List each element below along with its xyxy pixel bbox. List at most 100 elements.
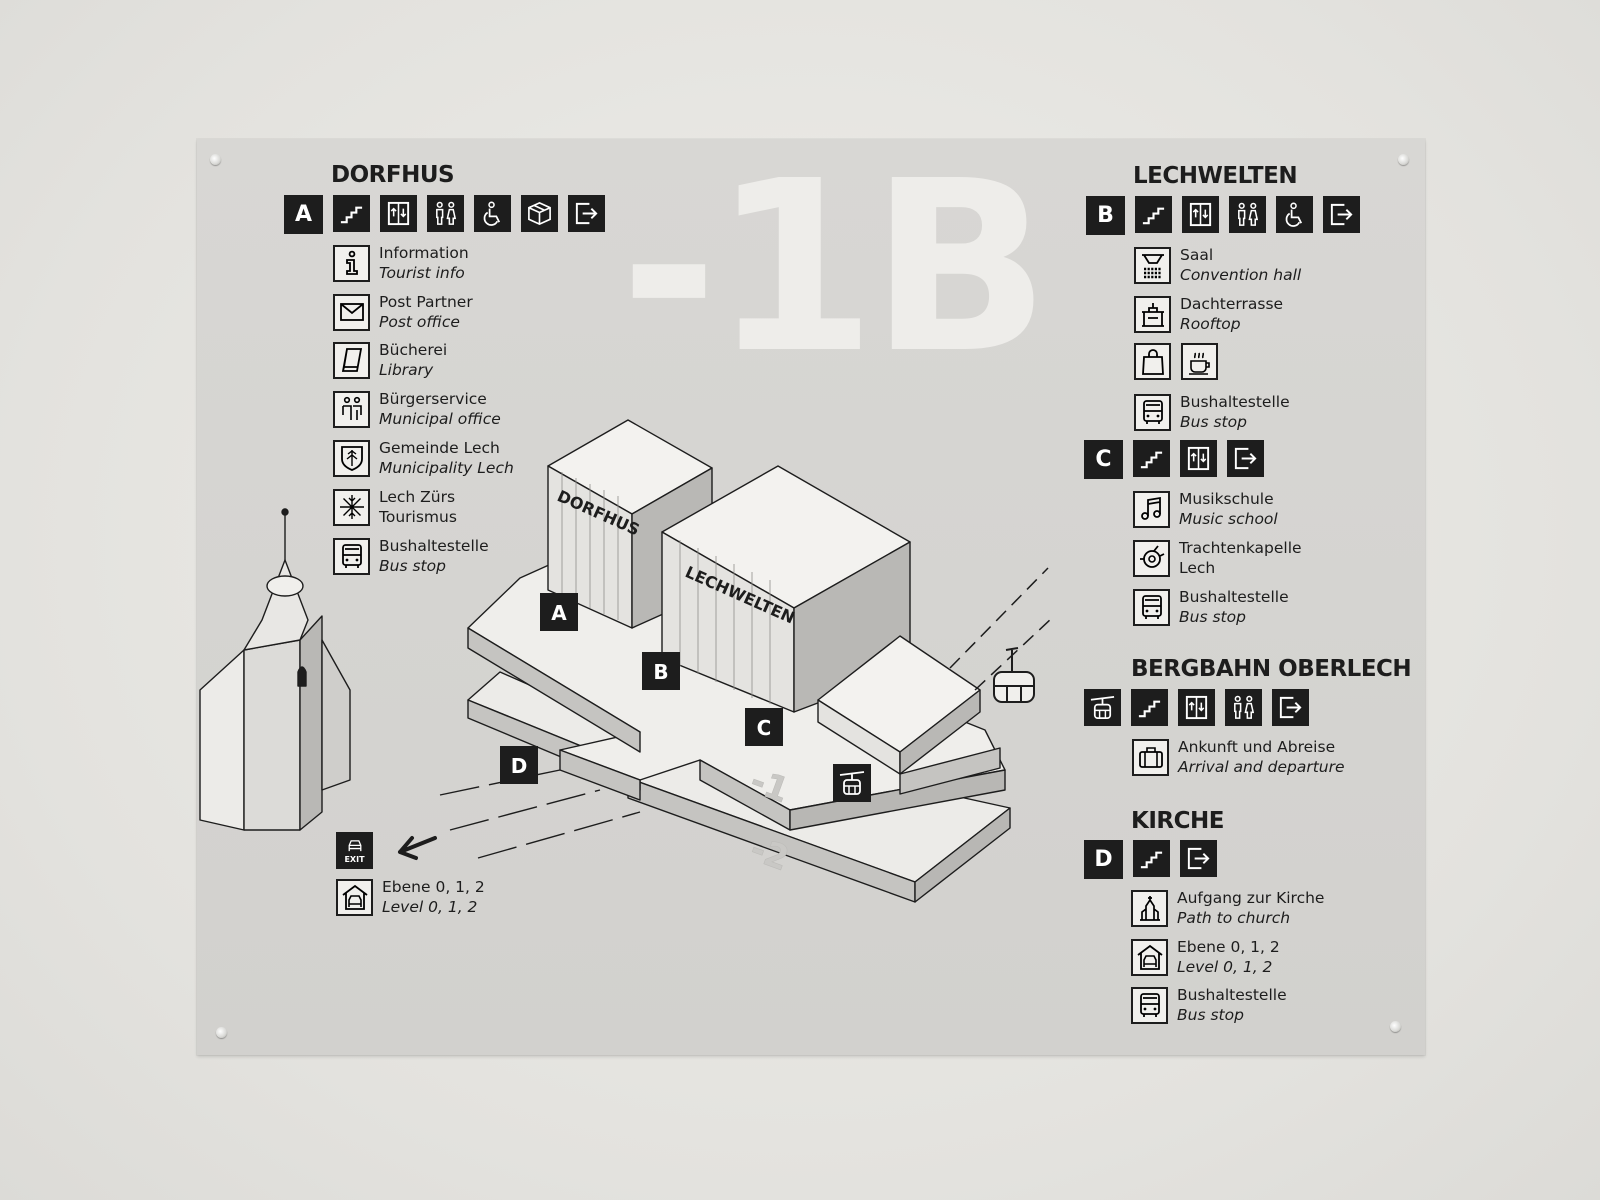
entry-de: Bücherei — [379, 341, 448, 359]
entry-de: Ebene 0, 1, 2 — [1177, 938, 1280, 956]
entry-en: Bus stop — [379, 557, 446, 575]
station-base — [899, 747, 1001, 795]
stairs-icon — [333, 195, 370, 232]
accessible-toilet-icon — [1276, 196, 1313, 233]
station-side — [899, 689, 981, 775]
entry-de: Bushaltestelle — [1180, 393, 1290, 411]
section-title-lechwelten: LECHWELTEN — [1133, 163, 1298, 189]
lechwelten-icon-row: B — [1086, 196, 1360, 235]
entry-en: Bus stop — [1179, 608, 1246, 626]
entry-de: Ankunft und Abreise — [1178, 738, 1336, 756]
entry-de: Bürgerservice — [379, 390, 487, 408]
church-cross — [281, 508, 289, 516]
entry-en: Level 0, 1, 2 — [1177, 958, 1273, 976]
accessible-toilet-icon — [474, 195, 511, 232]
luggage-icon — [1132, 738, 1169, 776]
church-spire — [243, 559, 309, 651]
info-icon — [333, 244, 370, 282]
hall-icon — [1134, 246, 1171, 284]
toilets-icon — [427, 195, 464, 232]
parking-exit-icon: EXIT — [336, 832, 373, 869]
map-marker-d: D — [511, 754, 528, 778]
bergbahn-icon-row — [1084, 689, 1309, 726]
section-title-kirche: KIRCHE — [1131, 808, 1224, 834]
floor-slab-side-b — [559, 749, 641, 801]
entry-de: Post Partner — [379, 293, 473, 311]
elevator-icon — [1178, 689, 1215, 726]
entry-de: Lech Zürs — [379, 488, 456, 506]
entry-en: Library — [379, 361, 434, 379]
map-marker-a: A — [551, 601, 567, 625]
entry-en: Municipal office — [379, 410, 501, 428]
church-nave — [199, 649, 245, 831]
entry-de: Information — [379, 244, 469, 262]
entry-en: Arrival and departure — [1178, 758, 1345, 776]
rooftop-icon — [1134, 295, 1171, 333]
entry-en: Bus stop — [1180, 413, 1247, 431]
cable-car-icon — [1084, 689, 1121, 726]
toilets-icon — [1229, 196, 1266, 233]
church-tower-front — [243, 639, 301, 831]
entry-en: Convention hall — [1180, 266, 1302, 284]
entry-en: Post office — [379, 313, 460, 331]
entry-en: Level 0, 1, 2 — [382, 898, 478, 916]
exit-label: EXIT — [344, 855, 365, 864]
entry-de: Saal — [1180, 246, 1214, 264]
dorfhus-icon-row: A — [284, 195, 605, 234]
music-note-icon — [1133, 490, 1170, 528]
elevator-icon — [1182, 196, 1219, 233]
map-marker-a-box — [540, 593, 578, 631]
entry-parking-levels: Ebene 0, 1, 2 Level 0, 1, 2 — [1131, 937, 1280, 977]
section-title-dorfhus: DORFHUS — [331, 162, 455, 188]
map-marker-b: B — [653, 660, 668, 684]
shopping-bag-icon — [1134, 343, 1171, 380]
church-dome — [266, 575, 304, 597]
section-letter-d: D — [1084, 840, 1123, 879]
garage-icon — [336, 878, 373, 916]
bus-icon — [1133, 588, 1170, 626]
entry-de: Musikschule — [1179, 490, 1274, 508]
kirche-icon-row: D — [1084, 840, 1217, 879]
screw — [1390, 1021, 1401, 1032]
exit-icon — [1272, 689, 1309, 726]
map-cable-car-icon — [833, 764, 871, 802]
entry-en: Municipality Lech — [379, 459, 514, 477]
book-icon — [333, 341, 370, 379]
floor-slab-minus-2-end — [914, 807, 1011, 903]
church-tower-side — [299, 615, 323, 831]
stairs-icon — [1131, 689, 1168, 726]
stairs-icon — [1133, 840, 1170, 877]
floor-slab-side-a — [467, 627, 641, 753]
stairs-icon — [1133, 440, 1170, 477]
section-letter-c: C — [1084, 440, 1123, 479]
brass-band-icon — [1133, 539, 1170, 577]
entry-en: Path to church — [1177, 909, 1291, 927]
section-letter-b: B — [1086, 196, 1125, 235]
gondola-icon — [993, 647, 1035, 703]
mail-icon — [333, 293, 370, 331]
bus-icon — [1134, 393, 1171, 431]
section-letter-a: A — [284, 195, 323, 234]
screw — [216, 1027, 227, 1038]
exit-icon — [1323, 196, 1360, 233]
entry-amenities — [1134, 343, 1218, 380]
map-marker-d-box — [500, 746, 538, 784]
church-annex — [321, 639, 351, 791]
entry-en: Music school — [1179, 510, 1278, 528]
lockers-icon — [521, 195, 558, 232]
entry-en: Rooftop — [1180, 315, 1241, 333]
